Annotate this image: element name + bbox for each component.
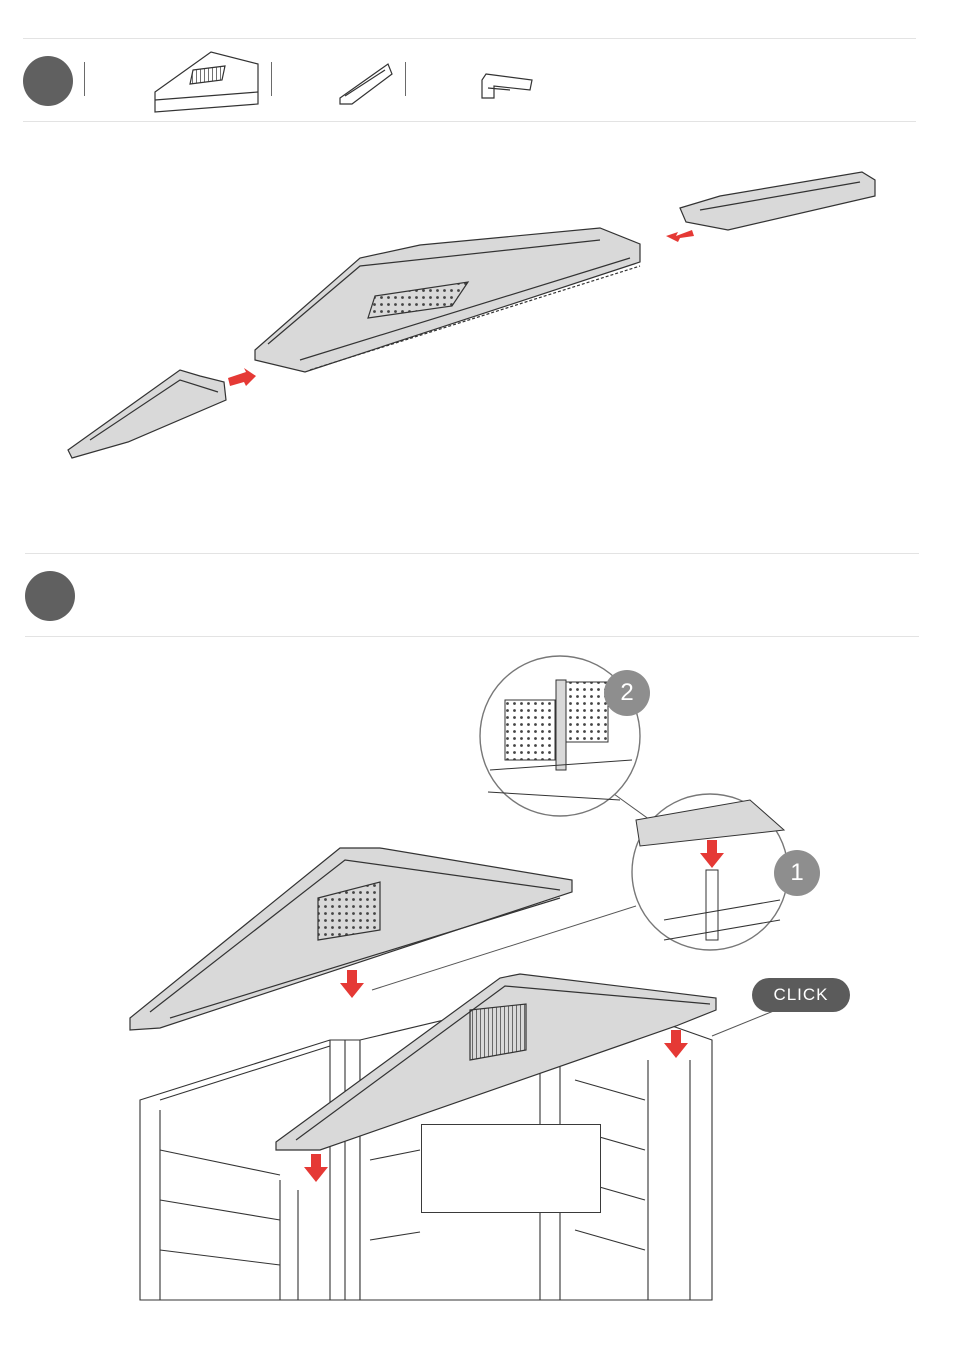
blank-label-box xyxy=(421,1124,601,1213)
callout-1-badge: 1 xyxy=(774,850,820,896)
detail-view-1 xyxy=(632,794,788,950)
click-badge: CLICK xyxy=(752,978,850,1012)
gable-vent-part-icon xyxy=(155,52,258,112)
bracket-part-icon xyxy=(482,74,532,98)
gable-center-piece xyxy=(255,228,640,372)
gable-left-piece xyxy=(68,370,226,458)
callout-2-badge: 2 xyxy=(604,670,650,716)
gable-end-part-icon xyxy=(340,64,392,104)
gable-right-piece xyxy=(680,172,875,230)
